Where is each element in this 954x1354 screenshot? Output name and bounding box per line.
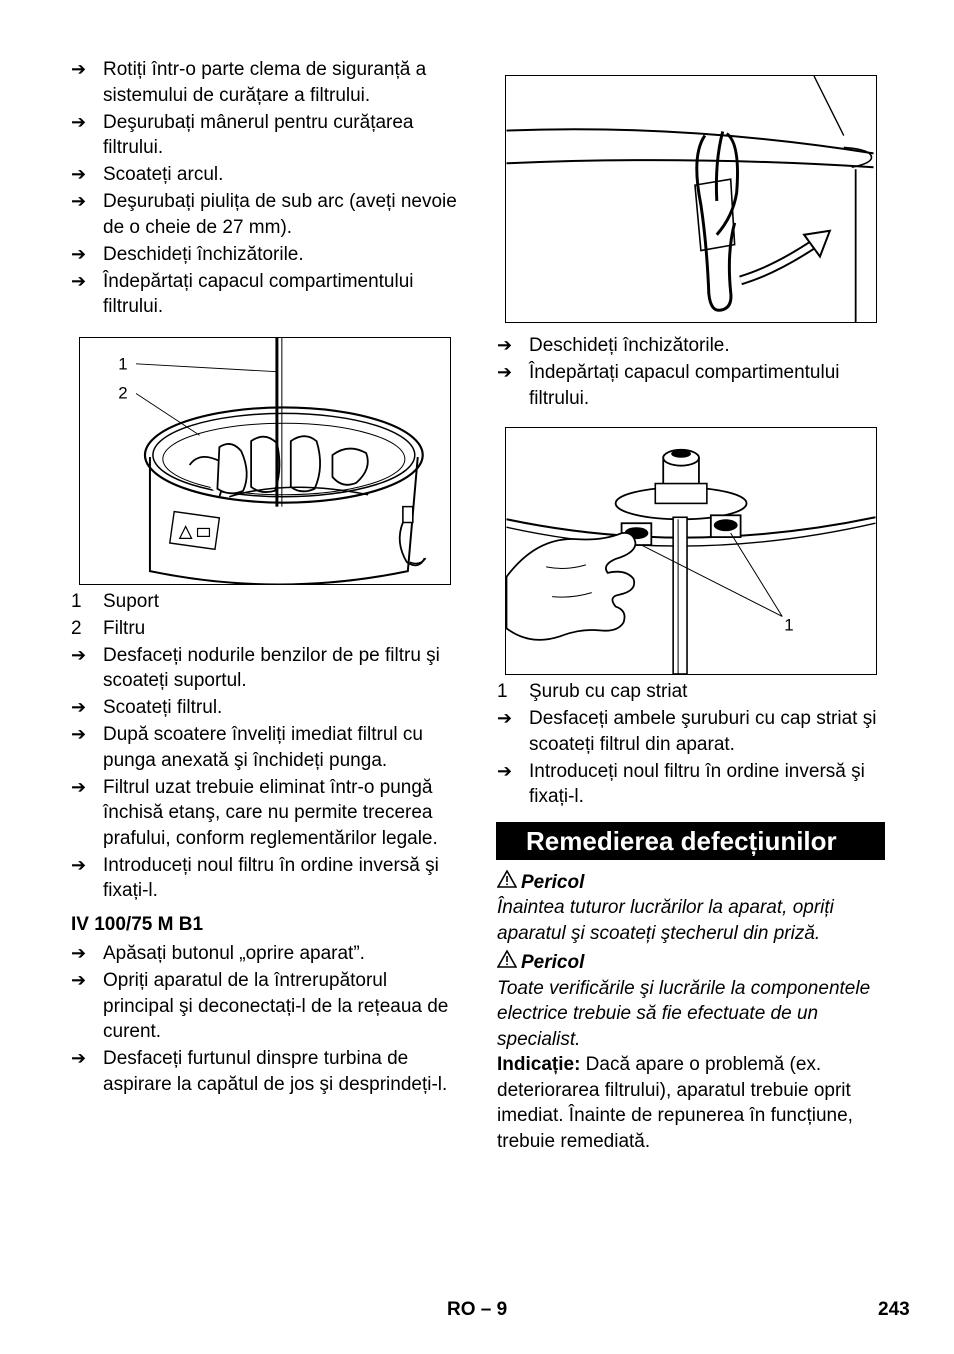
warning-text: Înaintea tuturor lucrărilor la aparat, o…: [497, 897, 834, 944]
figure3-label-1: 1: [784, 615, 793, 634]
warning-text: Toate verificările şi lucrările la compo…: [497, 977, 871, 1050]
step-item: ➔Îndepărtați capacul compartimentului fi…: [71, 270, 414, 318]
figure-latch-open: [505, 75, 877, 323]
steps-list-right-1: ➔Deschideți închizătorile. ➔Îndepărtați …: [497, 333, 885, 411]
warning-heading: Pericol: [496, 868, 885, 896]
arrow-right-icon: ➔: [71, 970, 87, 990]
step-item: ➔Introduceți noul filtru în ordine inver…: [497, 760, 865, 808]
step-item: ➔Deşurubați piulița de sub arc (aveți ne…: [71, 191, 457, 238]
figure-filter-support: 1 2: [79, 336, 451, 585]
note-text: Dacă apare o problemă (ex. deteriorarea …: [497, 1054, 853, 1152]
section-heading: Remedierea defecțiunilor: [496, 821, 885, 860]
step-item: ➔După scoatere înveliți imediat filtrul …: [71, 724, 423, 771]
arrow-right-icon: ➔: [497, 362, 513, 382]
arrow-right-icon: ➔: [71, 59, 87, 79]
figure1-label-1: 1: [118, 354, 127, 373]
arrow-right-icon: ➔: [497, 760, 513, 781]
step-item: ➔Îndepărtați capacul compartimentului fi…: [497, 362, 840, 409]
figure1-label-2: 2: [118, 383, 127, 402]
arrow-right-icon: ➔: [71, 697, 87, 717]
step-item: ➔Scoateți arcul.: [71, 162, 459, 188]
step-item: ➔Desfaceți furtunul dinspre turbina de a…: [71, 1048, 448, 1095]
warning-triangle-icon: [496, 868, 521, 896]
step-item: ➔Desfaceți nodurile benzilor de pe filtr…: [71, 644, 440, 692]
step-item: ➔Deschideți închizătorile.: [497, 333, 885, 359]
knurled-screw-illustration: 1: [506, 448, 876, 674]
arrow-right-icon: ➔: [71, 776, 87, 797]
step-item: ➔Scoateți filtrul.: [71, 695, 459, 721]
figure-knurled-screws: 1: [505, 427, 877, 675]
steps-list-1: ➔Rotiți într-o parte clema de siguranță …: [71, 57, 459, 320]
step-item: ➔Opriți aparatul de la întrerupătorul pr…: [71, 970, 449, 1042]
warning-triangle-icon: [496, 949, 521, 976]
step-item: ➔Apăsați butonul „oprire aparat”.: [71, 941, 459, 967]
steps-list-2: ➔Desfaceți nodurile benzilor de pe filtr…: [71, 643, 459, 904]
right-column: ➔Deschideți închizătorile. ➔Îndepărtați …: [496, 57, 885, 1154]
warning-heading: Pericol: [496, 949, 885, 976]
arrow-right-icon: ➔: [71, 644, 87, 665]
arrow-right-icon: ➔: [71, 111, 87, 132]
page-number: 243: [878, 1299, 910, 1320]
steps-list-right-2: ➔Desfaceți ambele şuruburi cu cap striat…: [497, 706, 885, 810]
arrow-right-icon: ➔: [71, 1048, 87, 1068]
footer-section-label: RO – 9: [447, 1299, 508, 1320]
arrow-right-icon: ➔: [71, 943, 87, 963]
steps-list-3: ➔Apăsați butonul „oprire aparat”. ➔Opriț…: [71, 941, 459, 1097]
arrow-right-icon: ➔: [71, 243, 87, 264]
arrow-right-icon: ➔: [497, 335, 513, 355]
arrow-right-icon: ➔: [71, 270, 87, 291]
arrow-right-icon: ➔: [71, 191, 87, 211]
note-paragraph: Indicație: Dacă apare o problemă (ex. de…: [497, 1052, 885, 1154]
step-item: ➔Introduceți noul filtru în ordine inver…: [71, 854, 439, 902]
arrow-right-icon: ➔: [71, 724, 87, 744]
arrow-right-icon: ➔: [71, 854, 87, 875]
note-label: Indicație:: [497, 1054, 581, 1075]
step-item: ➔Rotiți într-o parte clema de siguranță …: [71, 59, 427, 106]
arrow-right-icon: ➔: [497, 708, 513, 728]
left-column: ➔Rotiți într-o parte clema de siguranță …: [71, 57, 459, 1099]
arrow-right-icon: ➔: [71, 164, 87, 184]
filter-container-illustration: 1 2: [118, 337, 427, 584]
step-item: ➔Deschideți închizătorile.: [71, 242, 459, 268]
step-item: ➔Filtrul uzat trebuie eliminat într-o pu…: [71, 776, 438, 849]
model-subheading: IV 100/75 M B1: [71, 913, 204, 935]
step-item: ➔Deşurubați mânerul pentru curățarea fil…: [71, 111, 414, 159]
step-item: ➔Desfaceți ambele şuruburi cu cap striat…: [497, 708, 877, 755]
latch-illustration: [506, 76, 874, 322]
